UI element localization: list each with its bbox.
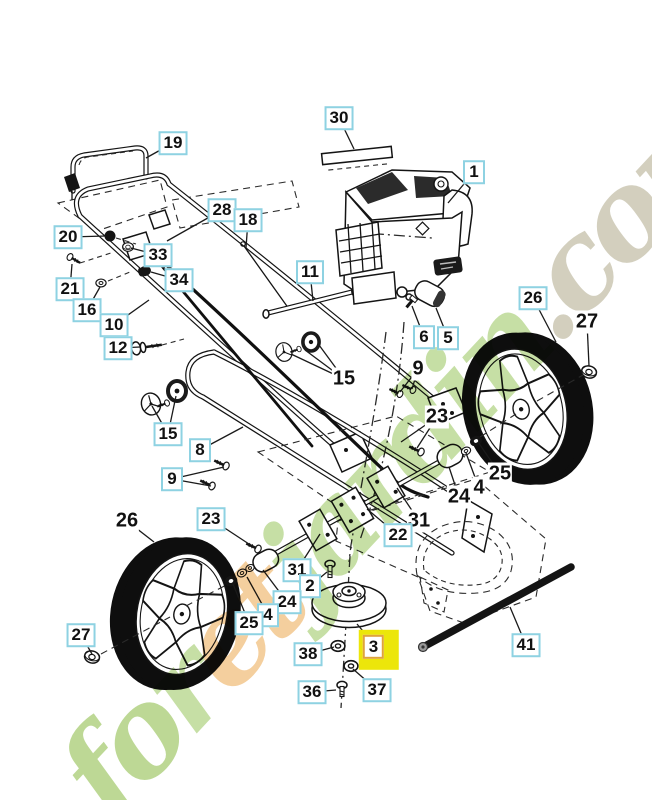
callout-10: 10 bbox=[99, 313, 129, 337]
callout-23: 23 bbox=[196, 507, 226, 531]
callout-18: 18 bbox=[233, 208, 263, 232]
callout-24: 24 bbox=[446, 485, 472, 509]
callout-1: 1 bbox=[463, 160, 485, 184]
callout-15: 15 bbox=[331, 367, 357, 391]
callout-26: 26 bbox=[518, 286, 548, 310]
callout-24: 24 bbox=[272, 590, 302, 614]
callout-21: 21 bbox=[55, 277, 85, 301]
callout-41: 41 bbox=[511, 633, 541, 657]
callout-12: 12 bbox=[103, 336, 133, 360]
callout-8: 8 bbox=[189, 438, 211, 462]
callout-9: 9 bbox=[411, 357, 425, 381]
callout-2: 2 bbox=[299, 574, 321, 598]
callout-9: 9 bbox=[161, 467, 183, 491]
callout-3-highlighted: 3 bbox=[358, 629, 400, 671]
callout-26: 26 bbox=[114, 509, 140, 533]
callout-19: 19 bbox=[158, 131, 188, 155]
callout-25: 25 bbox=[234, 611, 264, 635]
callout-5: 5 bbox=[437, 326, 459, 350]
callout-37: 37 bbox=[362, 678, 392, 702]
callout-27: 27 bbox=[66, 623, 96, 647]
callout-23: 23 bbox=[424, 405, 450, 429]
callout-11: 11 bbox=[296, 260, 324, 284]
callout-36: 36 bbox=[297, 680, 327, 704]
callout-label: 3 bbox=[362, 634, 385, 660]
callout-38: 38 bbox=[293, 642, 323, 666]
callout-33: 33 bbox=[143, 243, 173, 267]
callout-34: 34 bbox=[164, 268, 194, 292]
callout-30: 30 bbox=[324, 106, 354, 130]
callout-15: 15 bbox=[153, 422, 183, 446]
callout-22: 22 bbox=[383, 523, 413, 547]
callout-20: 20 bbox=[53, 225, 83, 249]
callout-4: 4 bbox=[472, 476, 486, 500]
callout-25: 25 bbox=[487, 462, 513, 486]
callout-6: 6 bbox=[413, 325, 435, 349]
callout-31: 31 bbox=[406, 509, 432, 533]
callout-27: 27 bbox=[574, 310, 600, 334]
callout-16: 16 bbox=[72, 298, 102, 322]
callout-28: 28 bbox=[207, 198, 237, 222]
